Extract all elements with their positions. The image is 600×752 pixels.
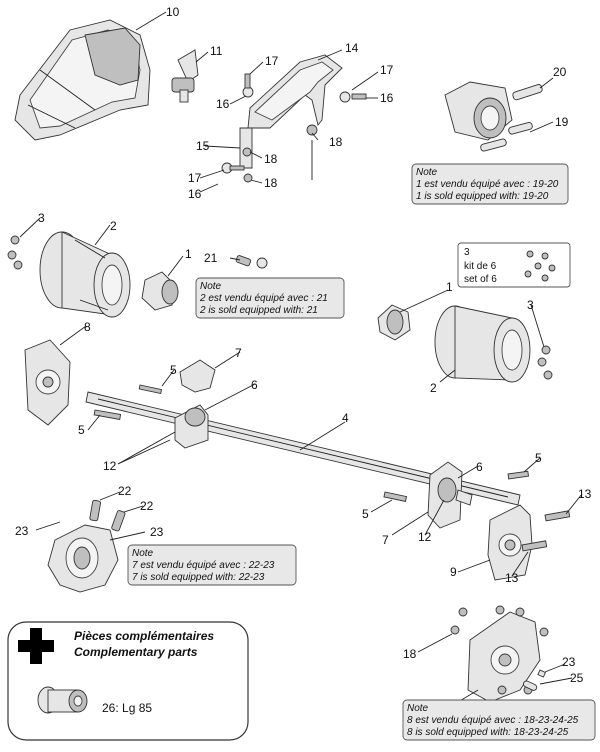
note-hub-fr: 1 est vendu équipé avec : 19-20 bbox=[416, 179, 559, 190]
part-6-7-bearing-right bbox=[427, 461, 473, 529]
note-flange: Note 8 est vendu équipé avec : 18-23-24-… bbox=[402, 699, 596, 741]
note-bearing: Note 7 est vendu équipé avec : 22-23 7 i… bbox=[127, 544, 297, 586]
part-1-hub-right bbox=[377, 304, 411, 341]
callout-1-a: 1 bbox=[185, 247, 192, 261]
callout-17-a: 17 bbox=[265, 54, 279, 68]
callout-1-b: 1 bbox=[446, 280, 453, 294]
note-hub-title: Note bbox=[416, 167, 438, 178]
callout-7-a: 7 bbox=[235, 346, 242, 360]
complementary-item: 26: Lg 85 bbox=[102, 701, 152, 715]
small-hardware-top bbox=[221, 73, 367, 183]
complementary-title-fr: Pièces complémentaires bbox=[74, 629, 214, 643]
callout-22-b: 22 bbox=[140, 499, 154, 513]
callout-14: 14 bbox=[345, 41, 359, 55]
part-26-coupling bbox=[37, 686, 88, 714]
part-8-flange-left bbox=[24, 339, 71, 426]
callout-6-b: 6 bbox=[476, 460, 483, 474]
note-flange-fr: 8 est vendu équipé avec : 18-23-24-25 bbox=[407, 715, 579, 726]
note-wheel: Note 2 est vendu équipé avec : 21 2 is s… bbox=[195, 277, 345, 319]
part-14-bracket bbox=[247, 54, 343, 129]
callout-10: 10 bbox=[166, 5, 180, 19]
part-7-bearing-housing bbox=[47, 524, 119, 593]
callout-17-c: 17 bbox=[188, 171, 202, 185]
callout-19: 19 bbox=[555, 115, 569, 129]
callout-23-c: 23 bbox=[562, 655, 576, 669]
callout-23-a: 23 bbox=[15, 524, 29, 538]
kit-en: set of 6 bbox=[464, 274, 497, 285]
part-23-25-clip bbox=[523, 669, 547, 691]
note-wheel-en: 2 is sold equipped with: 21 bbox=[199, 305, 318, 316]
callout-18-c: 18 bbox=[264, 176, 278, 190]
note-flange-en: 8 is sold equipped with: 18-23-24-25 bbox=[407, 727, 569, 738]
callout-17-b: 17 bbox=[380, 63, 394, 77]
callout-23-b: 23 bbox=[150, 525, 164, 539]
callout-18-a: 18 bbox=[329, 135, 343, 149]
callout-11: 11 bbox=[210, 44, 223, 58]
callout-5-b: 5 bbox=[78, 423, 85, 437]
part-9-flange-right bbox=[487, 504, 533, 581]
part-13-bolts bbox=[521, 510, 571, 552]
callout-9: 9 bbox=[450, 565, 457, 579]
complementary-title-en: Complementary parts bbox=[74, 645, 198, 659]
part-11-lever bbox=[171, 49, 199, 103]
callout-3-a: 3 bbox=[38, 211, 45, 225]
callout-12-a: 12 bbox=[103, 459, 117, 473]
note-wheel-title: Note bbox=[200, 281, 222, 292]
part-3-nuts-left bbox=[7, 235, 23, 270]
callout-21: 21 bbox=[204, 251, 218, 265]
callout-8-a: 8 bbox=[84, 320, 91, 334]
callout-13-a: 13 bbox=[578, 487, 592, 501]
note-bearing-title: Note bbox=[132, 548, 154, 559]
callout-16-b: 16 bbox=[380, 91, 394, 105]
part-1-hub-left bbox=[141, 271, 179, 311]
callout-16-a: 16 bbox=[216, 97, 230, 111]
callout-22-a: 22 bbox=[118, 484, 132, 498]
kit-box: 3 kit de 6 set of 6 bbox=[457, 242, 571, 288]
callout-5-a: 5 bbox=[170, 363, 177, 377]
part-2-wheel-rim-left bbox=[39, 231, 131, 318]
callout-2-b: 2 bbox=[430, 381, 437, 395]
callout-3-b: 3 bbox=[527, 298, 534, 312]
callout-7-b: 7 bbox=[382, 533, 389, 547]
callout-4: 4 bbox=[342, 411, 349, 425]
note-flange-title: Note bbox=[407, 703, 429, 714]
part-8-flange-bottom bbox=[450, 605, 549, 703]
callout-6-a: 6 bbox=[251, 378, 258, 392]
callout-2-a: 2 bbox=[110, 219, 117, 233]
callout-15: 15 bbox=[196, 139, 210, 153]
part-3-nuts-right bbox=[537, 345, 553, 380]
part-10-belt-cover bbox=[14, 19, 151, 141]
note-hub: Note 1 est vendu équipé avec : 19-20 1 i… bbox=[411, 163, 569, 205]
kit-fr: kit de 6 bbox=[464, 261, 497, 272]
part-5-keys bbox=[93, 384, 530, 502]
part-22-pins bbox=[89, 499, 126, 532]
note-bearing-en: 7 is sold equipped with: 22-23 bbox=[132, 572, 265, 583]
plus-icon bbox=[18, 628, 54, 664]
callout-13-b: 13 bbox=[505, 571, 519, 585]
callout-25: 25 bbox=[570, 671, 584, 685]
callout-12-b: 12 bbox=[418, 530, 432, 544]
callout-5-d: 5 bbox=[362, 507, 369, 521]
callout-18-b: 18 bbox=[264, 152, 278, 166]
leader-lines bbox=[19, 11, 583, 703]
callout-5-c: 5 bbox=[535, 451, 542, 465]
note-bearing-fr: 7 est vendu équipé avec : 22-23 bbox=[132, 560, 275, 571]
part-hub-19-20 bbox=[444, 81, 543, 152]
callout-20: 20 bbox=[553, 65, 567, 79]
part-2-wheel-rim-right bbox=[434, 305, 531, 383]
note-wheel-fr: 2 est vendu équipé avec : 21 bbox=[199, 293, 328, 304]
callout-16-c: 16 bbox=[188, 187, 202, 201]
kit-number: 3 bbox=[464, 247, 470, 258]
part-21-valve bbox=[235, 255, 268, 269]
note-hub-en: 1 is sold equipped with: 19-20 bbox=[416, 191, 549, 202]
part-6-7-bearing-left bbox=[174, 359, 216, 449]
callout-18-d: 18 bbox=[403, 647, 417, 661]
complementary-parts-box: Pièces complémentaires Complementary par… bbox=[7, 621, 249, 741]
